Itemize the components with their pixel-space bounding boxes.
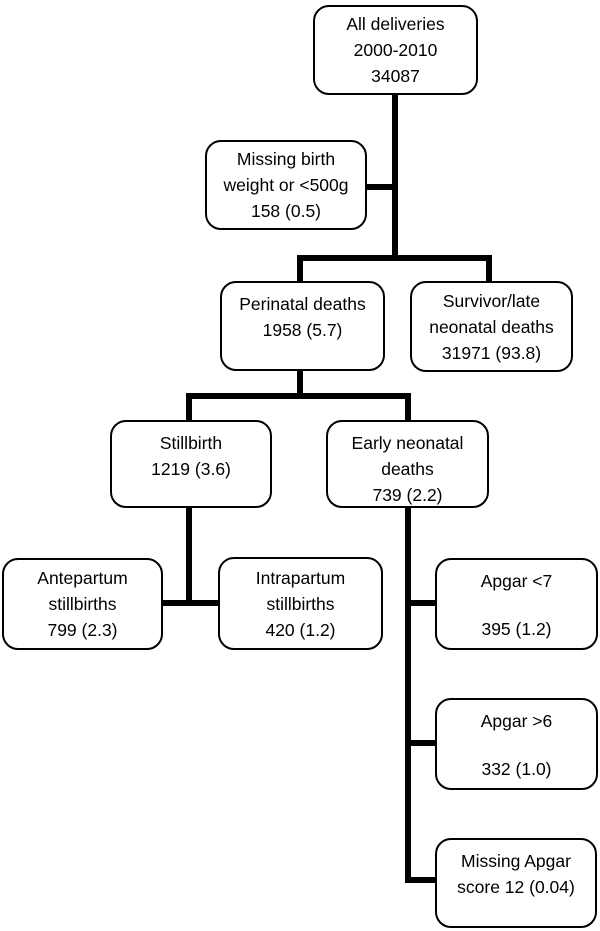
connector-drop-early-neonatal [405, 393, 411, 420]
node-text-line: stillbirths [48, 594, 117, 614]
node-survivor-late-neonatal: Survivor/late neonatal deaths 31971 (93.… [410, 281, 573, 372]
node-text-line: Missing birth [236, 149, 336, 169]
node-text-line: Intrapartum [255, 567, 346, 588]
node-text-line: Apgar <7 [480, 571, 553, 591]
node-text-line: neonatal deaths [429, 316, 554, 337]
node-text-line: 34087 [371, 66, 420, 86]
connector-trunk-stillbirth [186, 508, 192, 606]
node-perinatal-deaths: Perinatal deaths 1958 (5.7) [220, 281, 385, 371]
node-text-line: 158 (0.5) [250, 201, 322, 221]
connector-apgar-lt7 [405, 600, 435, 606]
node-text-line: All deliveries [346, 14, 445, 34]
node-text-line: Apgar >6 [480, 711, 553, 731]
node-text-line: weight or <500g [223, 175, 349, 195]
node-stillbirth: Stillbirth 1219 (3.6) [110, 420, 272, 508]
connector-apgar-gt6 [405, 740, 435, 746]
node-text-line: Stillbirth [159, 433, 223, 453]
connector-split-level2 [297, 255, 492, 261]
node-text-line: Perinatal deaths [239, 294, 366, 314]
node-early-neonatal-deaths: Early neonatal deaths 739 (2.2) [326, 420, 489, 508]
node-antepartum-stillbirths: Antepartum stillbirths 799 (2.3) [2, 558, 163, 650]
node-text-line: 332 (1.0) [481, 759, 552, 779]
node-text-line: 420 (1.2) [265, 619, 336, 640]
connector-drop-perinatal [297, 255, 303, 281]
node-apgar-gt6: Apgar >6 332 (1.0) [435, 698, 598, 790]
node-text-line: deaths [381, 459, 434, 479]
node-text-line: Missing Apgar [461, 851, 571, 871]
node-missing-birth-weight: Missing birth weight or <500g 158 (0.5) [205, 140, 367, 230]
node-text-line: stillbirths [266, 593, 335, 614]
connector-trunk-all-deliveries [392, 95, 398, 261]
node-text-line: 1958 (5.7) [262, 320, 343, 340]
node-text-line: Survivor/late [442, 290, 541, 311]
connector-missing-apgar [405, 877, 435, 883]
connector-trunk-perinatal [297, 371, 303, 399]
connector-drop-stillbirth [186, 393, 192, 420]
connector-drop-survivor [486, 255, 492, 281]
node-missing-apgar: Missing Apgar score 12 (0.04) [435, 838, 597, 928]
node-text-line: 31971 (93.8) [441, 342, 542, 363]
connector-antepartum-intrapartum [163, 600, 218, 606]
node-intrapartum-stillbirths: Intrapartum stillbirths 420 (1.2) [218, 557, 383, 650]
node-text-line: Early neonatal [351, 433, 464, 453]
node-apgar-lt7: Apgar <7 395 (1.2) [435, 558, 598, 650]
node-text-line: 2000-2010 [353, 40, 438, 60]
node-text-line: 739 (2.2) [372, 485, 443, 505]
node-all-deliveries: All deliveries 2000-2010 34087 [313, 5, 478, 95]
node-text-line: 799 (2.3) [47, 620, 118, 640]
connector-missing-birth-weight [365, 184, 395, 190]
node-text-line: 395 (1.2) [481, 619, 552, 639]
node-text-line: Antepartum [37, 568, 128, 588]
connector-split-level3 [186, 393, 411, 399]
node-text-line: score 12 (0.04) [457, 877, 575, 897]
connector-trunk-early-neonatal [405, 508, 411, 883]
node-text-line: 1219 (3.6) [151, 459, 231, 479]
